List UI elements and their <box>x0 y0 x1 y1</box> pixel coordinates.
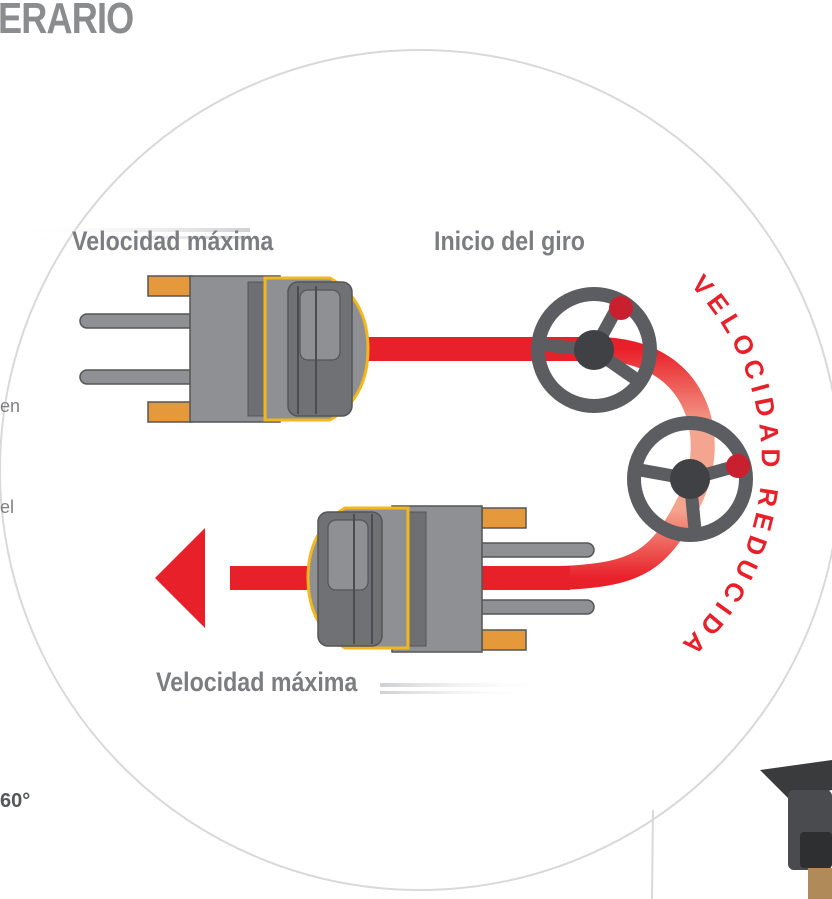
device-illustration <box>760 760 832 899</box>
bottom-speed-label: Velocidad máxima <box>156 667 358 697</box>
turn-start-label: Inicio del giro <box>434 226 585 256</box>
forklift-top <box>79 275 370 423</box>
steering-wheel-turn <box>627 416 753 542</box>
steering-wheel-start <box>531 287 657 413</box>
page-title: ERARIO <box>0 0 134 43</box>
speed-streak-top <box>10 228 250 232</box>
side-text-fragment-3: 60° <box>0 790 31 812</box>
side-text-fragment-1: en <box>0 396 21 416</box>
speed-streak-bottom <box>380 683 550 687</box>
forklift-bottom <box>306 505 595 653</box>
top-speed-label: Velocidad máxima <box>72 226 274 256</box>
arrow-head <box>155 528 205 628</box>
background-circle <box>0 49 832 891</box>
side-text-fragment-2: el <box>0 497 15 517</box>
